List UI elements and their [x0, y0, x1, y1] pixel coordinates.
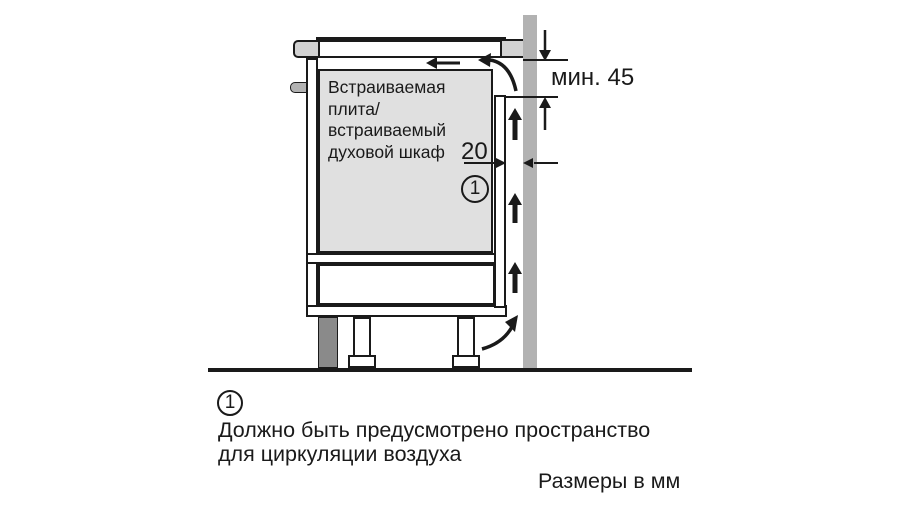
units-label: Размеры в мм: [538, 469, 681, 493]
appliance-label-line-1: Встраиваемая: [328, 77, 446, 97]
legend-note-line-2: для циркуляции воздуха: [218, 441, 462, 466]
cabinet-shelf: [306, 253, 505, 264]
dim-min45-label: мин. 45: [551, 64, 635, 91]
cabinet-side-panel: [306, 58, 318, 317]
built-in-appliance-box: Встраиваемая плита/ встраиваемый духовой…: [318, 69, 493, 253]
appliance-label-line-4: духовой шкаф: [328, 141, 445, 162]
airflow-left-arrow-icon: [426, 57, 460, 69]
legend-callout-1-number: 1: [224, 392, 236, 413]
airflow-up-arrow-1-icon: [508, 108, 522, 140]
cabinet-back-panel: [494, 95, 506, 308]
wall: [523, 15, 537, 368]
legend-note: Должно быть предусмотрено пространство д…: [218, 418, 651, 466]
dim-20-label: 20: [461, 138, 488, 165]
dim-min45-up-arrow-icon: [539, 97, 551, 130]
legend-callout-1-marker: 1: [217, 390, 243, 416]
right-leg: [457, 317, 475, 357]
left-leg: [353, 317, 371, 357]
worktop-hob-cutout: [318, 40, 502, 58]
hob-surface-line: [316, 37, 506, 41]
callout-1-marker: 1: [461, 175, 489, 203]
appliance-label: Встраиваемая плита/ встраиваемый духовой…: [328, 77, 446, 163]
floor-line: [208, 368, 692, 372]
airflow-up-arrow-2-icon: [508, 193, 522, 223]
left-leg-foot: [348, 355, 376, 368]
legend-note-line-1: Должно быть предусмотрено пространство: [218, 418, 651, 442]
cabinet-drawer: [318, 264, 495, 305]
worktop-left-end: [293, 40, 320, 58]
right-leg-foot: [452, 355, 480, 368]
appliance-label-line-2: плита/: [328, 98, 380, 119]
airflow-bottom-curve-arrow-icon: [481, 315, 518, 351]
cabinet-bottom-panel: [306, 305, 507, 317]
dim-min45-down-arrow-icon: [539, 30, 551, 61]
plinth: [318, 317, 338, 368]
airflow-up-arrow-3-icon: [508, 262, 522, 293]
appliance-label-line-3: встраиваемый: [328, 120, 447, 140]
callout-1-number: 1: [469, 178, 481, 199]
worktop-right-end: [500, 39, 523, 58]
